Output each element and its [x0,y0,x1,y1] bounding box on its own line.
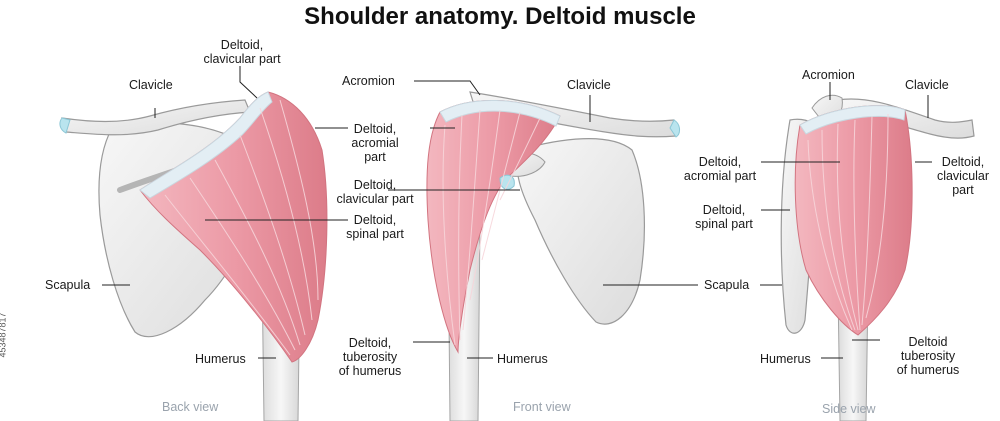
back-clavicle-bone [61,99,251,136]
caption-back-view: Back view [162,400,219,414]
front-view-illustration [426,91,680,421]
back-clavicle-end-cartilage [59,117,71,134]
stock-id-text: 453487817 [0,312,8,358]
front-clavicle-end-cartilage [669,119,680,138]
side-label-deltoid-spinal: Deltoid,spinal part [695,203,753,231]
back-deltoid-tendon [139,91,273,199]
back-view-illustration [59,91,328,421]
front-scapula-bone [516,138,645,325]
caption-front-view: Front view [513,400,571,414]
front-muscle-fibers [442,109,541,346]
front-label-humerus: Humerus [497,352,548,366]
side-label-acromion: Acromion [802,68,855,82]
front-label-acromion: Acromion [342,74,395,88]
back-label-humerus: Humerus [195,352,246,366]
back-label-deltoid-spinal: Deltoid,spinal part [346,213,404,241]
side-view-illustration [780,94,975,421]
back-muscle-fibers [164,99,319,356]
page-title: Shoulder anatomy. Deltoid muscle [304,3,696,30]
side-label-clavicle: Clavicle [905,78,949,92]
back-label-deltoid-clavicular: Deltoid,clavicular part [203,38,281,66]
front-label-scapula: Scapula [704,278,750,292]
front-label-clavicle: Clavicle [567,78,611,92]
front-deltoid-tendon [439,100,561,127]
back-label-clavicle: Clavicle [129,78,173,92]
side-label-humerus: Humerus [760,352,811,366]
front-label-deltoid-clavicular: Deltoid,clavicular part [336,178,414,206]
caption-side-view: Side view [822,402,876,416]
leader-lines [102,66,932,359]
side-label-deltoid-acromial: Deltoid,acromial part [683,155,757,183]
side-deltoid-tendon [799,105,906,135]
back-label-scapula: Scapula [45,278,91,292]
side-deltoid-muscle [794,105,913,336]
